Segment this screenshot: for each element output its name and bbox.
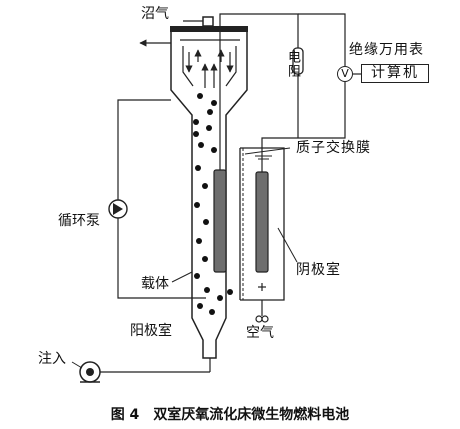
carrier-particle <box>197 93 203 99</box>
carrier-particle <box>206 125 212 131</box>
flow-arrows <box>180 39 240 88</box>
anode-electrode <box>213 169 227 273</box>
carrier-particle <box>217 295 223 301</box>
air-label: 空气 <box>246 325 274 341</box>
carrier-particle <box>227 289 233 295</box>
carrier-particle <box>194 202 200 208</box>
anode-label: 阳极室 <box>130 323 172 339</box>
carrier-particle <box>202 256 208 262</box>
carrier-particles <box>193 93 233 315</box>
voltmeter-icon: V <box>337 66 353 82</box>
carrier-label: 载体 <box>141 276 169 292</box>
inlet-pump <box>79 361 101 383</box>
carrier-particle <box>209 309 215 315</box>
inlet-label: 注入 <box>38 351 66 367</box>
air-diffuser <box>255 283 269 323</box>
carrier-particle <box>202 183 208 189</box>
top-cover <box>170 26 248 32</box>
carrier-particle <box>211 147 217 153</box>
resistor <box>292 47 304 75</box>
reactor-body <box>170 32 248 359</box>
figure-number: 图 4 <box>110 407 140 423</box>
leader-lines <box>71 147 298 369</box>
figure-caption: 图 4 双室厌氧流化床微生物燃料电池 <box>0 404 460 424</box>
pem-label: 质子交换膜 <box>296 140 371 156</box>
carrier-particle <box>211 100 217 106</box>
carrier-particle <box>198 142 204 148</box>
carrier-particle <box>193 119 199 125</box>
carrier-particle <box>194 273 200 279</box>
multimeter-label: 绝缘万用表 <box>349 42 424 58</box>
figure-title: 双室厌氧流化床微生物燃料电池 <box>153 407 350 423</box>
resistor-label: 电阻 <box>285 50 300 78</box>
computer-box: 计算机 <box>361 64 429 83</box>
cathode-label: 阴极室 <box>296 262 341 278</box>
carrier-particle <box>197 303 203 309</box>
carrier-particle <box>196 238 202 244</box>
carrier-particle <box>204 287 210 293</box>
circuit-wires <box>219 13 346 172</box>
circulation-pump-label: 循环泵 <box>58 213 100 229</box>
gas-outlet-stub <box>202 16 214 27</box>
biogas-label: 沼气 <box>141 6 169 22</box>
cathode-electrode <box>255 171 269 273</box>
carrier-particle <box>207 109 213 115</box>
carrier-particle <box>195 165 201 171</box>
carrier-particle <box>193 131 199 137</box>
inlet-line <box>98 358 211 373</box>
recirculation-loop <box>117 99 206 299</box>
circulation-pump <box>108 199 128 219</box>
carrier-particle <box>203 219 209 225</box>
